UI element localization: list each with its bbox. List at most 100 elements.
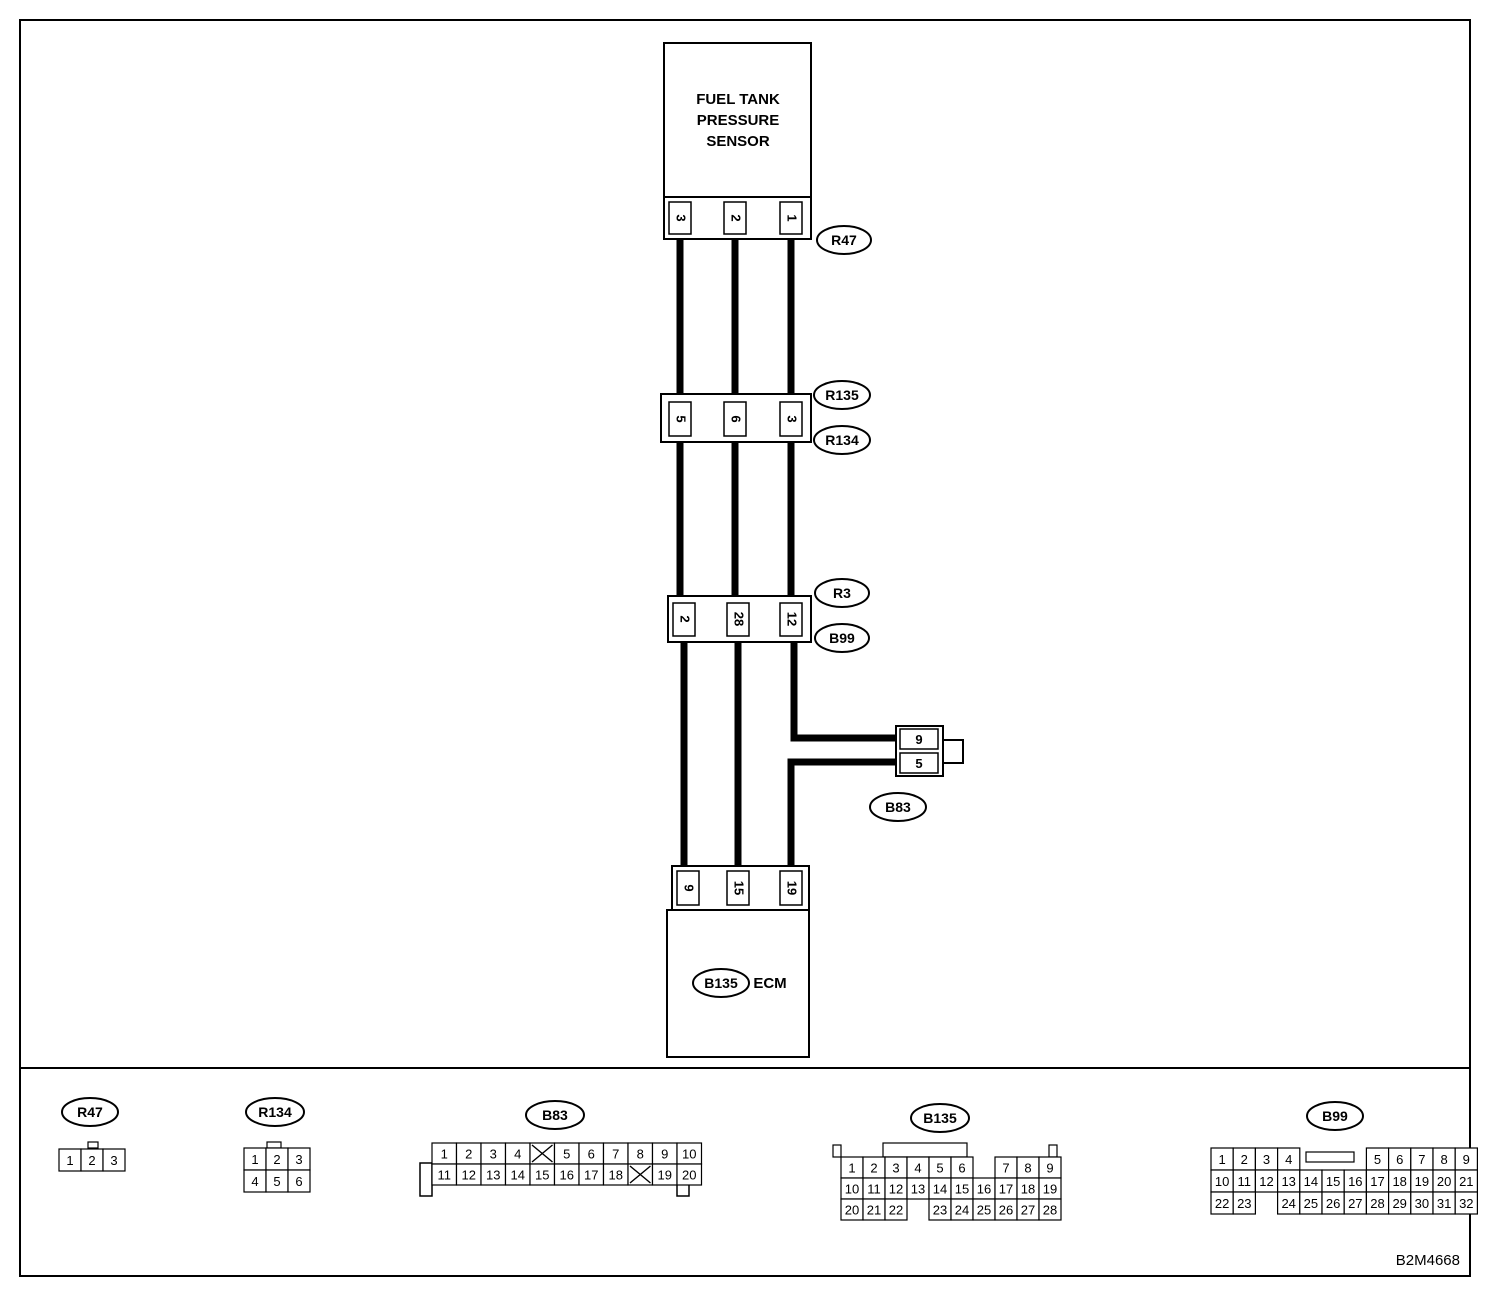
b135-cavity-number: 12 — [889, 1182, 903, 1197]
r3-label: R3 — [833, 585, 851, 601]
r134-pin-3: 3 — [785, 415, 800, 422]
connector-r3-b99: 2 28 12 — [667, 595, 812, 643]
b83-cavity-number: 19 — [658, 1168, 672, 1183]
r47-pin-2: 2 — [729, 214, 744, 221]
b99-cavity-number: 24 — [1281, 1196, 1295, 1211]
b135-cavity-number: 8 — [1024, 1161, 1031, 1176]
b99-cavity-number: 11 — [1238, 1174, 1252, 1189]
b99-cavity-number: 14 — [1304, 1174, 1318, 1189]
b99-cavity-number: 32 — [1459, 1196, 1473, 1211]
b135-cavity-number: 3 — [892, 1161, 899, 1176]
b99-cavity-number: 6 — [1396, 1152, 1403, 1167]
b99-cavity-number: 31 — [1437, 1196, 1451, 1211]
r134-pin-5: 5 — [674, 415, 689, 422]
b99-cavity-number: 1 — [1218, 1152, 1225, 1167]
b135-cavity-number: 15 — [955, 1182, 969, 1197]
b135-cavity-number: 25 — [977, 1203, 991, 1218]
b83-cavity-number: 18 — [609, 1168, 623, 1183]
b83-cavity-number: 17 — [584, 1168, 598, 1183]
r134-cavity-number: 6 — [295, 1174, 302, 1189]
b83-cavity-number: 13 — [486, 1168, 500, 1183]
b83-cavity-number: 10 — [682, 1147, 696, 1162]
b135-cavity-number: 6 — [958, 1161, 965, 1176]
b135-cavity-number: 22 — [889, 1203, 903, 1218]
b83-plugged-cavity-icon — [629, 1165, 651, 1184]
r134-cavity-number: 1 — [251, 1152, 258, 1167]
legend-b135-label: B135 — [923, 1110, 957, 1126]
b99-cavity-number: 2 — [1241, 1152, 1248, 1167]
r134-pin-6: 6 — [729, 415, 744, 422]
b99-cavity-number: 9 — [1463, 1152, 1470, 1167]
r134-cavity — [287, 1169, 311, 1193]
b83-cavity-number: 3 — [490, 1147, 497, 1162]
b83-cavity — [676, 1163, 703, 1186]
b99-cavity-number: 25 — [1304, 1196, 1318, 1211]
b83-cavity-number: 11 — [438, 1168, 452, 1183]
b99-cavity-number: 27 — [1348, 1196, 1362, 1211]
r135-label: R135 — [825, 387, 859, 403]
r134-cavity-number: 4 — [251, 1174, 258, 1189]
connector-r47: 3 2 1 — [663, 196, 812, 240]
r134-label: R134 — [825, 432, 859, 448]
b99-cavity-number: 30 — [1415, 1196, 1429, 1211]
fuel-tank-pressure-sensor: FUEL TANK PRESSURE SENSOR — [663, 42, 812, 198]
wire-segment-upper — [676, 239, 795, 395]
b135-pin-15: 15 — [732, 881, 747, 895]
b83-cavity-number: 1 — [441, 1147, 448, 1162]
b135-cavity-number: 28 — [1043, 1203, 1057, 1218]
b99-oval-label: B99 — [814, 623, 870, 653]
b135-cavity-number: 26 — [999, 1203, 1013, 1218]
b99-cavity-number: 17 — [1370, 1174, 1384, 1189]
b99-cavity-number: 21 — [1459, 1174, 1473, 1189]
r47-oval-label: R47 — [816, 225, 872, 255]
connector-r135-r134: 5 6 3 — [660, 393, 812, 443]
r47-cavity-number: 1 — [66, 1153, 73, 1168]
b99-cavity-number: 26 — [1326, 1196, 1340, 1211]
b99-cavity-number: 28 — [1370, 1196, 1384, 1211]
b135-cavity-number: 17 — [999, 1182, 1013, 1197]
b99-cavity-number: 16 — [1348, 1174, 1362, 1189]
b135-cavity-number: 27 — [1021, 1203, 1035, 1218]
sensor-label-line-1: FUEL TANK — [696, 91, 780, 108]
r134-cavity-number: 3 — [295, 1152, 302, 1167]
b99-cavity — [1454, 1191, 1478, 1215]
b135-cavity-number: 13 — [911, 1182, 925, 1197]
b99-cavity-number: 19 — [1415, 1174, 1429, 1189]
b83-cavity-number: 15 — [535, 1168, 549, 1183]
b99-pin-28: 28 — [732, 612, 747, 626]
b135-cavity-number: 1 — [848, 1161, 855, 1176]
b99-cavity-number: 5 — [1374, 1152, 1381, 1167]
b83-label: B83 — [885, 799, 911, 815]
b135-cavity-number: 11 — [867, 1182, 881, 1197]
b83-pin-9: 9 — [915, 732, 922, 747]
b99-pin-12: 12 — [785, 612, 800, 626]
b99-cavity-number: 18 — [1392, 1174, 1406, 1189]
b135-cavity-number: 5 — [936, 1161, 943, 1176]
b83-cavity-number: 4 — [514, 1147, 521, 1162]
b83-cavity-number: 20 — [682, 1168, 696, 1183]
wire-segment-middle — [676, 442, 795, 597]
b83-cavity-number: 2 — [465, 1147, 472, 1162]
r47-cavity-number: 2 — [88, 1153, 95, 1168]
b99-cavity-number: 22 — [1215, 1196, 1229, 1211]
b99-cavity-number: 12 — [1259, 1174, 1273, 1189]
b99-cavity-number: 13 — [1281, 1174, 1295, 1189]
ecm-component: B135 ECM — [666, 909, 810, 1058]
r47-cavity — [102, 1148, 126, 1172]
b99-label: B99 — [829, 630, 855, 646]
ecm-connector-label: B135 — [704, 975, 738, 991]
b99-cavity-number: 29 — [1392, 1196, 1406, 1211]
b83-cavity-number: 9 — [661, 1147, 668, 1162]
sensor-label-line-3: SENSOR — [706, 133, 770, 150]
sensor-label-line-2: PRESSURE — [697, 112, 780, 129]
b83-cavity-number: 5 — [563, 1147, 570, 1162]
